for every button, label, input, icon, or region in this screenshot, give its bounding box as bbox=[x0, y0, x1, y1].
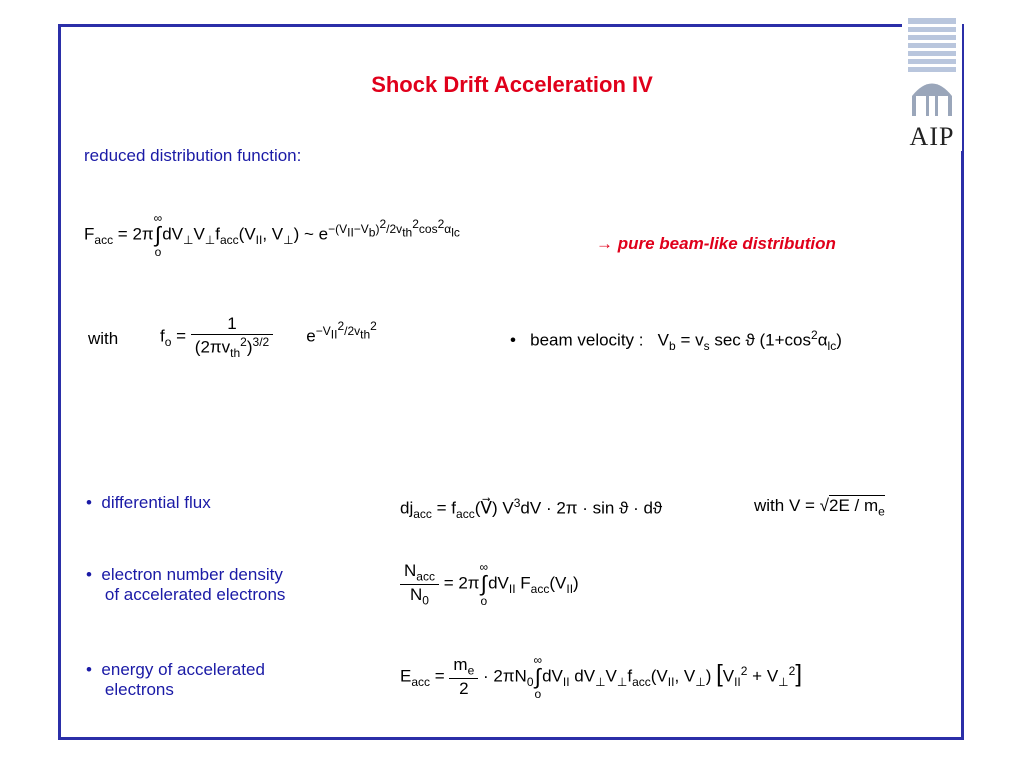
with-label: with bbox=[88, 329, 119, 348]
logo-text: AIP bbox=[909, 122, 955, 151]
beam-note: → pure beam-like distribution bbox=[596, 234, 836, 253]
equation-flux: djacc = facc(V⃗) V3dV · 2π · sin ϑ · dϑ bbox=[400, 496, 663, 522]
beam-velocity-label: beam velocity : bbox=[530, 330, 644, 350]
equation-fo: fo = 1(2πvth2)3/2 e−VII2/2vth2 bbox=[160, 314, 377, 361]
subheading: reduced distribution function: bbox=[84, 146, 302, 165]
bullet-mark: • bbox=[86, 660, 92, 679]
bullet-energy: • energy of accelerated electrons bbox=[86, 660, 265, 700]
bullet-density-text-2: of accelerated electrons bbox=[104, 585, 286, 604]
aip-logo: AIP bbox=[902, 16, 962, 151]
slide-title: Shock Drift Acceleration IV bbox=[371, 72, 653, 97]
observatory-icon bbox=[906, 16, 958, 120]
bullet-density-text-1: electron number density bbox=[101, 565, 283, 584]
beam-velocity: • beam velocity : Vb = vs sec ϑ (1+cos2α… bbox=[510, 328, 842, 354]
bullet-mark: • bbox=[86, 493, 92, 512]
bullet-density: • electron number density of accelerated… bbox=[86, 565, 285, 605]
bullet-flux: • differential flux bbox=[86, 493, 211, 513]
bullet-mark: • bbox=[510, 330, 516, 350]
bullet-mark: • bbox=[86, 565, 92, 584]
bullet-energy-text-1: energy of accelerated bbox=[101, 660, 265, 679]
equation-v: with V = √2E / me bbox=[754, 495, 885, 519]
bullet-energy-text-2: electrons bbox=[104, 680, 174, 699]
bullet-flux-text: differential flux bbox=[101, 493, 211, 512]
slide-frame bbox=[58, 24, 964, 740]
